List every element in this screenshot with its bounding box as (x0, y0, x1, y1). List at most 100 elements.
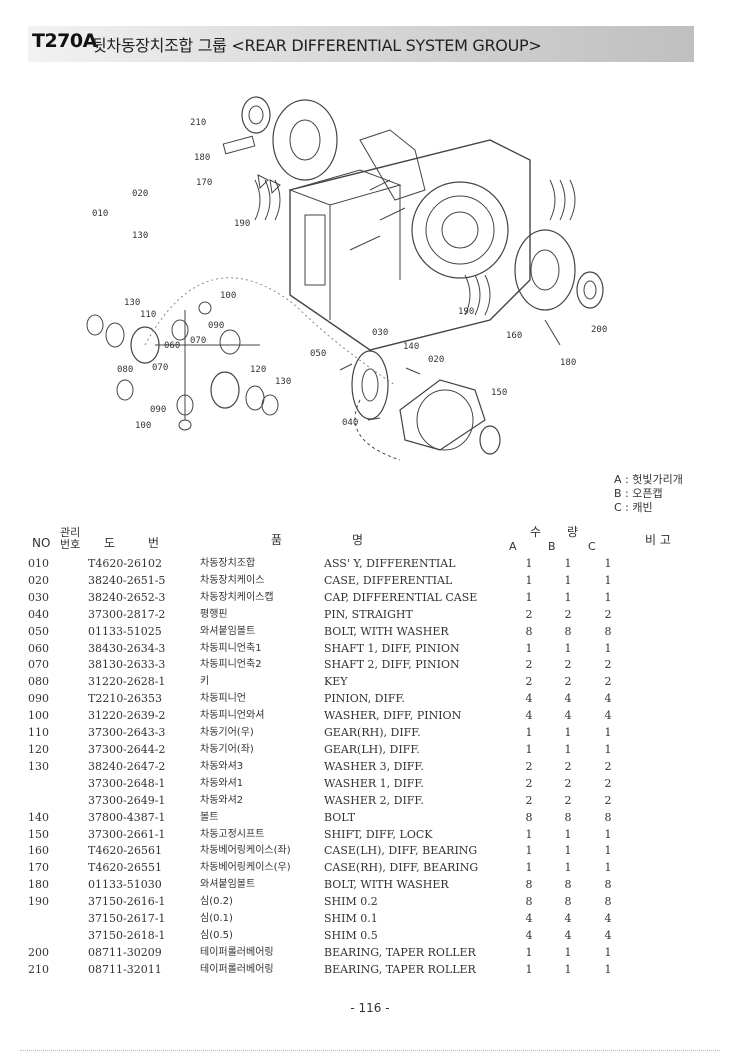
cell-b: 4 (564, 709, 572, 723)
cell-b: 2 (564, 607, 572, 621)
callout-020: 020 (428, 355, 444, 365)
header-part-2: 명 (352, 533, 364, 547)
cell-en: SHAFT 2, DIFF, PINION (324, 658, 460, 672)
callout-200: 200 (591, 325, 607, 335)
callout-100: 100 (135, 421, 151, 431)
cell-pn: 37800-4387-1 (88, 810, 166, 824)
cell-a: 8 (525, 895, 533, 909)
cell-a: 1 (525, 557, 533, 570)
catalog-code: T270A (32, 30, 97, 52)
header-remarks: 비 고 (645, 533, 671, 547)
callout-070: 070 (190, 336, 206, 346)
cell-en: KEY (324, 675, 348, 689)
cell-kr: 심(0.2) (200, 896, 233, 908)
cell-kr: 테이퍼롤러베어링 (200, 946, 274, 958)
cell-en: BEARING, TAPER ROLLER (324, 945, 476, 959)
cell-en: WASHER 2, DIFF. (324, 793, 424, 807)
cell-pn: T2210-26353 (88, 692, 163, 706)
cell-pn: 38240-2651-5 (88, 573, 166, 587)
cell-a: 2 (525, 759, 533, 773)
cell-no: 030 (28, 590, 49, 604)
cell-en: CASE(LH), DIFF, BEARING (324, 844, 478, 858)
cell-c: 1 (604, 945, 612, 959)
callout-180: 180 (560, 358, 576, 368)
cell-no: 140 (28, 810, 49, 824)
cell-no: 060 (28, 641, 49, 655)
callout-060: 060 (164, 341, 180, 351)
cell-no: 170 (28, 861, 49, 875)
cell-a: 8 (525, 878, 533, 892)
callout-130: 130 (275, 377, 291, 387)
cell-c: 1 (604, 726, 612, 740)
cell-pn: T4620-26551 (88, 861, 163, 875)
header-col-b: B (548, 540, 556, 553)
callout-050: 050 (310, 349, 326, 359)
cell-no: 160 (28, 844, 49, 858)
callout-130: 130 (132, 231, 148, 241)
cell-b: 4 (564, 912, 572, 926)
cell-pn: 38130-2633-3 (88, 658, 166, 672)
header-mgmt-1: 관리 (60, 526, 81, 539)
cell-en: BOLT, WITH WASHER (324, 878, 449, 892)
legend-item: C : 캐빈 (614, 501, 653, 514)
cell-kr: 와셔붙임볼트 (200, 879, 256, 891)
cell-pn: 37300-2644-2 (88, 742, 166, 756)
cell-b: 1 (564, 726, 572, 740)
cell-b: 2 (564, 675, 572, 689)
cell-kr: 와셔붙임볼트 (200, 625, 256, 637)
right-case-drawing (514, 229, 604, 346)
cell-kr: 차동베어링케이스(우) (200, 862, 291, 874)
cell-a: 1 (525, 590, 533, 604)
header-qty-2: 량 (567, 525, 579, 539)
cell-c: 8 (604, 878, 612, 892)
cell-pn: 37300-2661-1 (88, 827, 166, 841)
cell-a: 1 (525, 945, 533, 959)
cell-kr: 차동장치케이스캡 (200, 591, 274, 603)
cell-kr: 차동베어링케이스(좌) (200, 845, 291, 857)
cell-en: SHAFT 1, DIFF, PINION (324, 641, 460, 655)
cell-c: 8 (604, 810, 612, 824)
cell-en: WASHER 1, DIFF. (324, 776, 424, 790)
cell-c: 4 (604, 692, 612, 706)
cell-en: BOLT, WITH WASHER (324, 624, 449, 638)
cell-c: 1 (604, 557, 612, 570)
cell-kr: 테이퍼롤러베어링 (200, 963, 274, 975)
cell-pn: 31220-2628-1 (88, 675, 166, 689)
callout-210: 210 (190, 118, 206, 128)
cell-pn: 31220-2639-2 (88, 709, 166, 723)
cell-a: 1 (525, 844, 533, 858)
cell-c: 1 (604, 844, 612, 858)
cell-no: 120 (28, 742, 49, 756)
cell-en: SHIM 0.2 (324, 895, 378, 909)
cell-c: 1 (604, 742, 612, 756)
callout-100: 100 (220, 291, 236, 301)
cell-b: 1 (564, 945, 572, 959)
cell-pn: 37150-2618-1 (88, 928, 166, 942)
callout-040: 040 (342, 418, 358, 428)
cell-no: 180 (28, 878, 49, 892)
cell-pn: 37150-2617-1 (88, 912, 166, 926)
cell-c: 1 (604, 573, 612, 587)
legend-item: B : 오픈캡 (614, 487, 663, 500)
cell-c: 2 (604, 675, 612, 689)
cell-pn: 08711-30209 (88, 945, 162, 959)
legend: A : 헛빛가리개 B : 오픈캡 C : 캐빈 (614, 473, 683, 515)
cell-en: CAP, DIFFERENTIAL CASE (324, 590, 478, 604)
cell-b: 8 (564, 895, 572, 909)
cell-kr: 차동고정시프트 (200, 828, 265, 840)
cell-b: 4 (564, 928, 572, 942)
cell-pn: 37300-2643-3 (88, 726, 166, 740)
cell-a: 1 (525, 827, 533, 841)
cell-b: 2 (564, 658, 572, 672)
cell-en: GEAR(LH), DIFF. (324, 742, 420, 756)
